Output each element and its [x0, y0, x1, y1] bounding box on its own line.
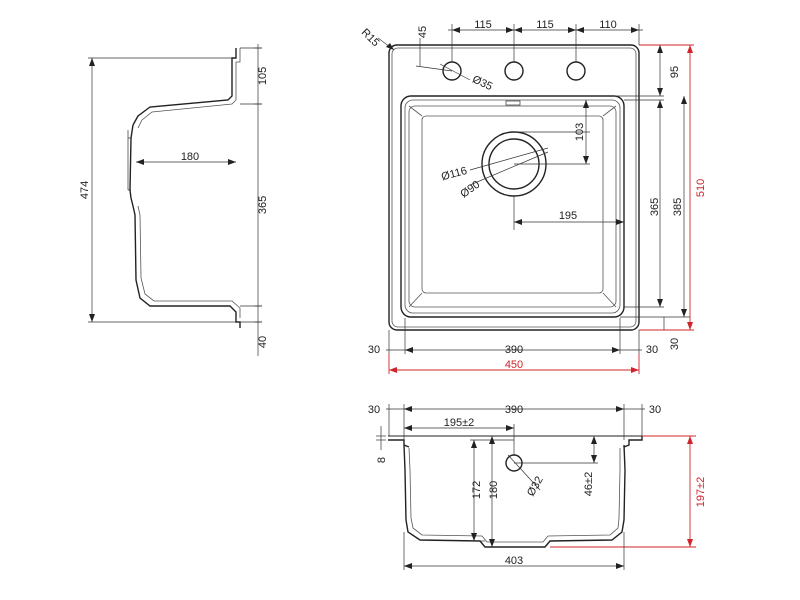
dim-390-label: 390: [505, 344, 523, 356]
section-rim: [388, 436, 643, 448]
top-overflow-slot: [505, 100, 521, 106]
section-dim-32-leader: [507, 454, 541, 491]
section-dim-8-label: 8: [376, 457, 388, 463]
side-dim-365-label: 365: [257, 196, 269, 214]
dim-35-leader: [439, 63, 471, 81]
r15-label: R15: [359, 26, 382, 49]
side-dim-105-label: 105: [257, 67, 269, 85]
dim-115-b-label: 115: [536, 19, 554, 31]
dim-35-label: Ø35: [470, 73, 494, 93]
section-dim-32-label: Ø32: [525, 474, 546, 498]
dim-115-a-label: 115: [474, 19, 492, 31]
top-view: R15 45 115 115 110 Ø35 95 1: [359, 19, 707, 374]
dim-450-label: 450: [505, 359, 523, 371]
dim-510-label: 510: [695, 179, 707, 197]
dim-110-label: 110: [599, 19, 617, 31]
top-bowl-ledge: [408, 105, 617, 308]
section-dim-403-label: 403: [505, 555, 523, 567]
dim-116-leader: [469, 147, 549, 171]
side-drain-detail: [127, 130, 131, 191]
tap-hole-2: [504, 61, 524, 81]
section-dim-390-label: 390: [505, 404, 523, 416]
tap-hole-3: [566, 61, 586, 81]
section-dim-172-label: 172: [471, 481, 483, 499]
section-dim-30-right-label: 30: [649, 404, 661, 416]
side-profile-rim: [132, 48, 237, 126]
dim-45-label: 45: [417, 26, 429, 38]
top-bowl-outer: [400, 95, 625, 318]
dim-195-label: 195: [559, 210, 577, 222]
side-profile-bowl-inner: [137, 205, 241, 318]
side-dim-180-label: 180: [181, 151, 199, 163]
dim-385-label: 385: [672, 198, 684, 216]
section-bowl-inner: [408, 447, 621, 543]
dim-30-left-label: 30: [368, 344, 380, 356]
side-drain-boss: [129, 124, 134, 207]
dim-30-right-label: 30: [646, 344, 658, 356]
side-profile-rim-inner: [137, 48, 241, 129]
side-dim-474-label: 474: [79, 181, 91, 199]
side-profile-bowl: [132, 205, 241, 328]
top-bowl-rim: [404, 99, 621, 314]
side-view: 105 365 40 474 180: [79, 44, 269, 356]
section-bowl-outer: [403, 444, 626, 548]
section-view: 30 390 30 195±2 8 172 180 Ø32 46: [368, 404, 707, 570]
section-dim-195-label: 195±2: [444, 417, 475, 429]
dim-103-label: 103: [574, 123, 586, 141]
dim-90-label: Ø90: [458, 179, 482, 201]
section-dim-180-label: 180: [488, 481, 500, 499]
section-dim-30-left-label: 30: [368, 404, 380, 416]
section-dim-46-label: 46±2: [583, 472, 595, 496]
dim-95-label: 95: [669, 66, 681, 78]
top-outer-outline: [388, 44, 640, 331]
side-dim-40-label: 40: [257, 336, 269, 348]
section-dim-197-label: 197±2: [695, 477, 707, 508]
top-bowl-floor: [421, 115, 604, 294]
dim-30-side-label: 30: [669, 338, 681, 350]
dim-365-label: 365: [649, 198, 661, 216]
top-outer-inner: [391, 47, 637, 328]
dim-116-label: Ø116: [440, 165, 468, 183]
dim-90-leader: [469, 151, 549, 186]
